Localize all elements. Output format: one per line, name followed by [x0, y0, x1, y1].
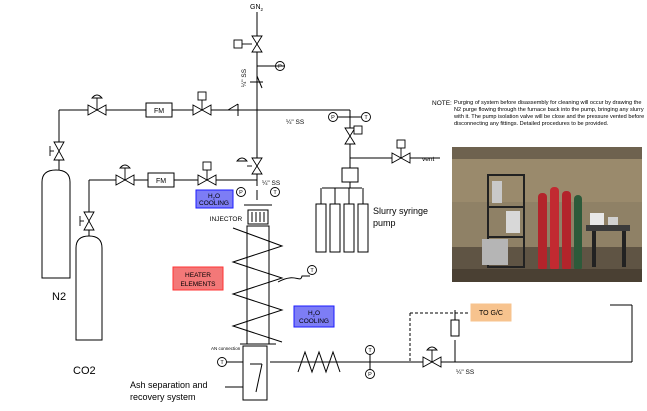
- pipe-size-label: ¼" SS: [262, 180, 281, 187]
- fm-label: FM: [156, 178, 166, 185]
- valves: [49, 35, 442, 368]
- injector-label: INJECTOR: [210, 216, 243, 223]
- svg-text:H2O: H2O: [308, 310, 320, 318]
- svg-text:T: T: [368, 348, 372, 354]
- vent-label: vent: [422, 156, 434, 163]
- co2-cylinder: [75, 235, 103, 341]
- n2-label: N2: [52, 291, 66, 303]
- furnace-tube: [246, 225, 270, 345]
- svg-text:P: P: [278, 64, 282, 70]
- svg-text:T: T: [310, 268, 314, 274]
- sensors: [217, 61, 375, 379]
- n2-cylinder: [41, 169, 71, 279]
- slurry-syringe-pump: [315, 167, 369, 253]
- valve-gn2-top: [251, 35, 263, 45]
- slurry-pump-label: pump: [373, 218, 396, 228]
- svg-text:H2O: H2O: [208, 193, 220, 201]
- to-gc-box: TO G/C: [469, 302, 513, 323]
- slurry-pump-label: Slurry syringe: [373, 206, 428, 216]
- ash-label: Ash separation and: [130, 380, 208, 390]
- svg-text:T: T: [220, 360, 224, 366]
- gn2-label: GN2: [250, 4, 264, 12]
- flow-meter-n2: FM: [145, 102, 173, 118]
- labels: GN2 ¼" SS ¼" SS ¼" SS ¼" SS vent Slurry …: [52, 4, 475, 402]
- pipe-size-label: ¼" SS: [286, 119, 305, 126]
- pipe-size-vertical: ¼" SS: [241, 68, 248, 87]
- note-label: NOTE:: [432, 100, 452, 107]
- note: NOTE: Purging of system before disassemb…: [432, 100, 646, 128]
- fm-label: FM: [154, 108, 164, 115]
- injector-block: [247, 209, 269, 225]
- cooling-box-mid: H2O COOLING: [293, 305, 335, 328]
- svg-text:ELEMENTS: ELEMENTS: [180, 281, 216, 288]
- ash-label: recovery system: [130, 392, 196, 402]
- equipment-photo: [452, 147, 642, 282]
- heater-box: HEATER ELEMENTS: [172, 266, 224, 291]
- cooling-coil: [297, 350, 341, 374]
- svg-text:HEATER: HEATER: [185, 272, 211, 279]
- ash-separator: [242, 345, 268, 401]
- co2-label: CO2: [73, 365, 96, 377]
- sample-filter: [450, 319, 460, 337]
- svg-text:P: P: [239, 190, 243, 196]
- svg-text:TO G/C: TO G/C: [479, 310, 503, 317]
- svg-text:T: T: [273, 190, 277, 196]
- an-connection-label: AN connection: [211, 346, 241, 351]
- sensor-labels: P P T P T T T T P: [220, 64, 372, 378]
- svg-text:T: T: [364, 115, 368, 121]
- cooling-box-top: H2O COOLING: [195, 189, 234, 209]
- svg-text:P: P: [331, 115, 335, 121]
- check-valves: [227, 75, 263, 116]
- svg-text:COOLING: COOLING: [199, 200, 229, 207]
- svg-text:P: P: [368, 372, 372, 378]
- flow-meter-co2: FM: [147, 172, 175, 188]
- heater-coil: [231, 227, 284, 343]
- svg-text:COOLING: COOLING: [299, 318, 329, 325]
- photo-drawing: [452, 147, 642, 282]
- note-text: Purging of system before disassembly for…: [454, 100, 645, 127]
- pipe-size-label: ¼" SS: [456, 369, 475, 376]
